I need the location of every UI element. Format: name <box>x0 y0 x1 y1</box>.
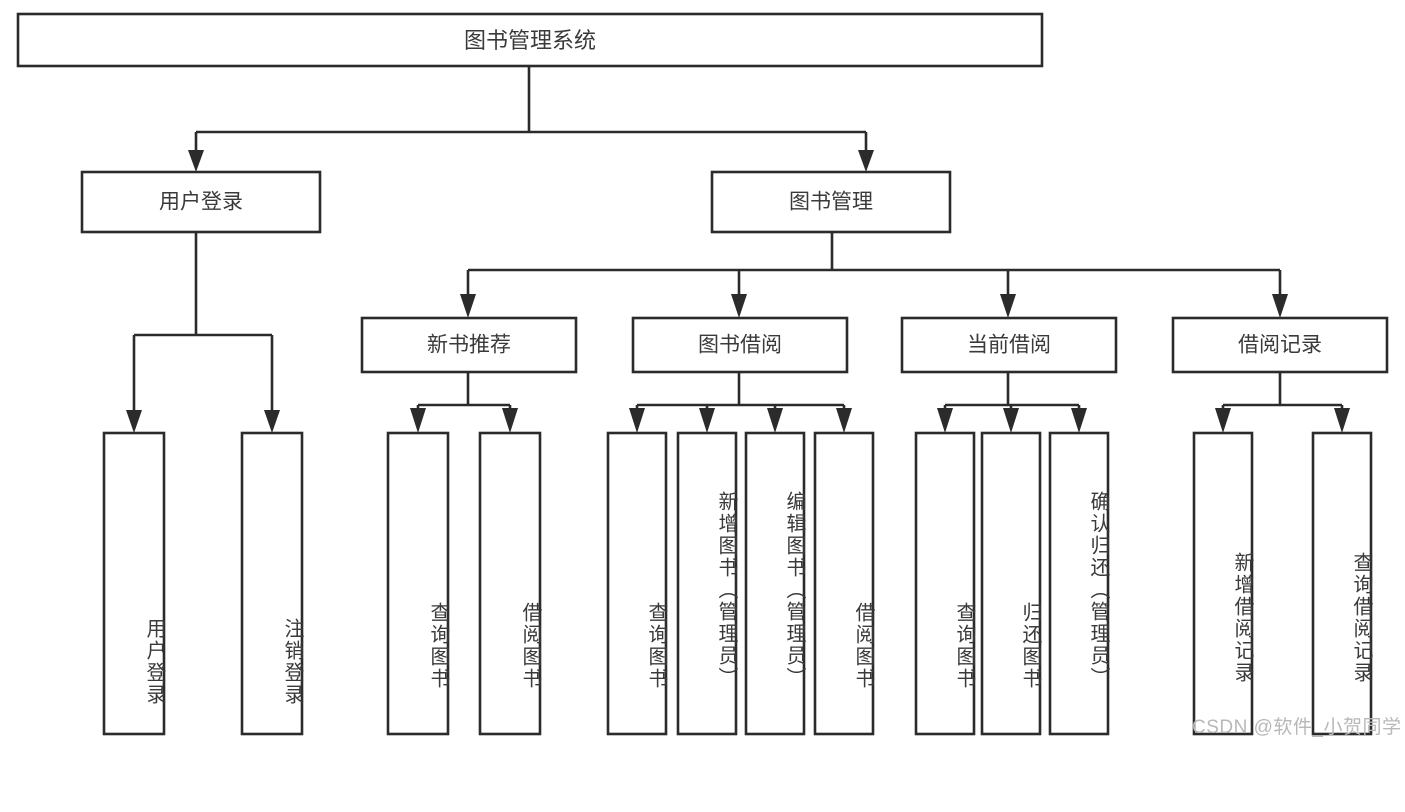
arrow-head-borrow-record <box>1272 294 1288 318</box>
arrow-head-leaf-query-record <box>1334 408 1350 433</box>
arrow-head-leaf-query-book-3 <box>937 408 953 433</box>
leaf-box-borrow-book-2[interactable] <box>813 431 875 736</box>
node-borrow-record-box[interactable] <box>1171 316 1389 374</box>
leaf-box-user-logout[interactable] <box>240 431 304 736</box>
leaf-box-query-book-3[interactable] <box>914 431 976 736</box>
arrow-head-leaf-query-book-2 <box>629 408 645 433</box>
node-new-book-recommend-box[interactable] <box>360 316 578 374</box>
arrow-head-leaf-edit-book <box>767 408 783 433</box>
node-new-book-recommend[interactable]: 新书推荐 <box>360 316 578 374</box>
node-root-box[interactable] <box>16 12 1044 68</box>
node-book-borrow-label: 图书借阅 <box>698 334 782 357</box>
arrow-head-leaf-return-book <box>1003 408 1019 433</box>
leaf-box-add-record[interactable] <box>1192 431 1254 736</box>
connector-layer <box>126 66 1350 433</box>
arrow-head-new-book-recommend <box>460 294 476 318</box>
leaf-box-confirm-return[interactable] <box>1048 431 1110 736</box>
diagram-svg: 图书管理系统 用户登录 图书管理 新书推荐 图书借阅 当前借阅 借阅记录 <box>16 12 1389 736</box>
arrow-head-leaf-user-logout <box>264 410 280 433</box>
node-root-label: 图书管理系统 <box>464 28 596 53</box>
arrow-head-leaf-add-book <box>699 408 715 433</box>
node-book-manage-label: 图书管理 <box>789 191 873 214</box>
node-new-book-recommend-label: 新书推荐 <box>427 334 511 357</box>
node-borrow-record[interactable]: 借阅记录 <box>1171 316 1389 374</box>
node-book-borrow[interactable]: 图书借阅 <box>631 316 849 374</box>
node-borrow-record-label: 借阅记录 <box>1238 334 1322 357</box>
node-user-login-box[interactable] <box>80 170 322 234</box>
node-root[interactable]: 图书管理系统 <box>16 12 1044 68</box>
leaf-box-query-book-2[interactable] <box>606 431 668 736</box>
leaf-box-borrow-book-1[interactable] <box>478 431 542 736</box>
node-current-borrow[interactable]: 当前借阅 <box>900 316 1118 374</box>
leaf-box-add-book[interactable] <box>676 431 738 736</box>
arrow-head-leaf-user-login <box>126 410 142 433</box>
arrow-head-leaf-borrow-book-2 <box>836 408 852 433</box>
node-user-login[interactable]: 用户登录 <box>80 170 322 234</box>
leaf-box-query-book-1[interactable] <box>386 431 450 736</box>
csdn-watermark: CSDN @软件_小贺同学 <box>1192 717 1402 738</box>
arrow-head-book-manage <box>858 150 874 172</box>
leaf-box-edit-book[interactable] <box>744 431 806 736</box>
node-user-login-label: 用户登录 <box>159 191 243 214</box>
leaf-box-query-record[interactable] <box>1311 431 1373 736</box>
arrow-head-user-login <box>188 150 204 172</box>
arrow-head-book-borrow <box>731 294 747 318</box>
leaf-box-user-login[interactable] <box>102 431 166 736</box>
arrow-head-leaf-confirm-return <box>1071 408 1087 433</box>
arrow-head-leaf-query-book-1 <box>410 408 426 433</box>
node-book-manage-box[interactable] <box>710 170 952 234</box>
arrow-head-leaf-borrow-book-1 <box>502 408 518 433</box>
arrow-head-leaf-add-record <box>1215 408 1231 433</box>
node-book-manage[interactable]: 图书管理 <box>710 170 952 234</box>
node-current-borrow-box[interactable] <box>900 316 1118 374</box>
node-current-borrow-label: 当前借阅 <box>967 334 1051 357</box>
node-book-borrow-box[interactable] <box>631 316 849 374</box>
diagram-canvas: 图书管理系统 用户登录 图书管理 新书推荐 图书借阅 当前借阅 借阅记录 <box>16 12 1402 738</box>
arrow-head-current-borrow <box>1000 294 1016 318</box>
leaf-box-return-book[interactable] <box>980 431 1042 736</box>
